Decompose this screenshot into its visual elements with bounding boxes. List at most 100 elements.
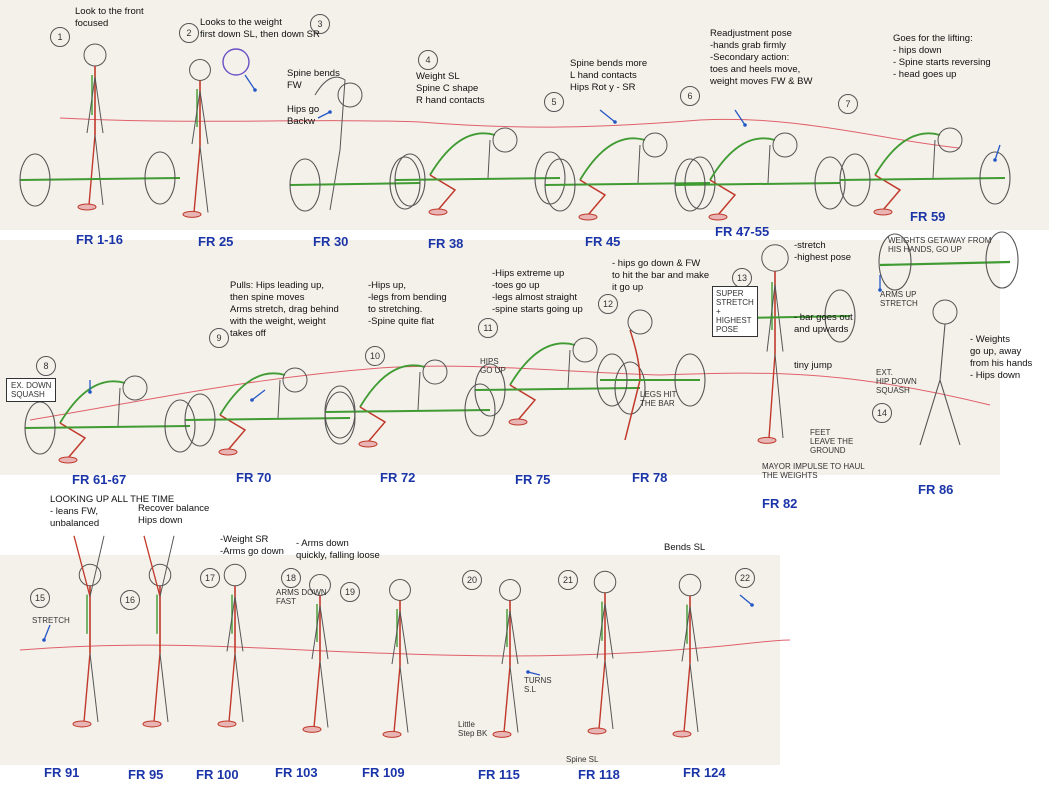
figure-20-arm-right <box>509 610 519 665</box>
figure-15-head <box>78 563 102 587</box>
figure-16-arm-left <box>143 535 161 597</box>
figure-18-leg-right <box>319 660 329 728</box>
label-turns-sl: TURNS S.L <box>524 676 552 694</box>
frame-number-16: 16 <box>120 590 140 610</box>
figure-4-head <box>492 127 518 153</box>
figure-5-spine <box>579 137 646 181</box>
figure-2-leg-left <box>193 145 201 213</box>
figure-8-plate-left <box>24 401 56 455</box>
figure-17-foot <box>217 720 237 728</box>
figure-19-foot <box>382 730 402 738</box>
figure-15-arm-right <box>89 535 105 597</box>
frame-label-5: FR 45 <box>585 234 621 249</box>
figure-8-head <box>122 375 148 401</box>
figure-6-arm <box>767 144 771 184</box>
figure-8-spine <box>59 380 126 424</box>
figure-4-barbell-bar <box>394 177 561 181</box>
figure-5-arm <box>637 144 641 184</box>
frame-label-13: FR 82 <box>762 496 798 511</box>
figure-15-leg-right <box>89 653 99 723</box>
figure-9-spine <box>219 372 286 416</box>
frame-label-1: FR 1-16 <box>76 232 123 247</box>
direction-arrowhead-7 <box>250 398 254 402</box>
figure-1-head <box>83 43 107 67</box>
figure-3-head <box>337 82 363 108</box>
figure-6-spine <box>709 137 776 181</box>
frame-label-4: FR 38 <box>428 236 464 251</box>
figure-14-plate-right <box>985 231 1019 289</box>
figure-8-plate-right <box>164 399 196 453</box>
figure-20-head <box>499 579 521 601</box>
figure-2-head-highlight <box>222 48 250 76</box>
frame-label-19: FR 109 <box>362 765 405 780</box>
figure-16-arm-right <box>159 535 175 597</box>
note-frame-3: Spine bends FW Hips go Backw <box>287 68 340 127</box>
direction-arrowhead-9 <box>42 638 46 642</box>
note-frame-9: Pulls: Hips leading up, then spine moves… <box>230 280 339 339</box>
figure-5-barbell-bar <box>544 182 711 186</box>
frame-number-13: 13 <box>732 268 752 288</box>
note-frame-6: Readjustment pose -hands grab firmly -Se… <box>710 28 813 87</box>
figure-4-arm <box>487 139 491 179</box>
figure-10-spine <box>359 364 426 408</box>
frame-number-10: 10 <box>365 346 385 366</box>
label-legs-hit-bar: LEGS HIT THE BAR <box>640 390 677 408</box>
frame-label-12: FR 78 <box>632 470 668 485</box>
frame-number-12: 12 <box>598 294 618 314</box>
direction-arrowhead-8 <box>878 288 882 292</box>
frame-number-5: 5 <box>544 92 564 112</box>
figure-11-foot <box>508 418 528 426</box>
figure-19-arm-left <box>391 610 401 665</box>
frame-label-16: FR 95 <box>128 767 164 782</box>
frame-label-3: FR 30 <box>313 234 349 249</box>
figure-19-leg-left <box>393 665 401 733</box>
frame-number-2: 2 <box>179 23 199 43</box>
direction-arrowhead-1 <box>253 88 257 92</box>
figure-7-head <box>937 127 963 153</box>
figure-21-arm-left <box>596 603 606 659</box>
figure-5-plate-left <box>544 158 576 212</box>
note-frame-14: - Weights go up, away from his hands - H… <box>970 334 1033 381</box>
figure-22-head <box>678 573 702 597</box>
figure-1-leg-left <box>88 134 96 206</box>
figure-19-arm-right <box>399 610 409 665</box>
frame-number-7: 7 <box>838 94 858 114</box>
figure-18-leg-left <box>313 660 321 728</box>
figure-13-leg-left <box>768 353 776 439</box>
trajectory-line-row3 <box>19 639 791 657</box>
direction-arrowhead-11 <box>526 670 530 674</box>
label-super-stretch: SUPER STRETCH + HIGHEST POSE <box>712 286 758 337</box>
figure-2-leg-right <box>199 145 209 213</box>
direction-arrow-1 <box>244 74 256 91</box>
figure-1-plate-left <box>19 153 51 207</box>
figure-11-plate-right <box>614 361 646 415</box>
note-frame-17: -Weight SR -Arms go down <box>220 534 284 557</box>
frame-label-20: FR 115 <box>478 767 520 782</box>
figure-2-foot <box>182 210 202 218</box>
figure-21-head <box>593 570 617 594</box>
note-frame-1: Look to the front focused <box>75 6 144 29</box>
frame-number-15: 15 <box>30 588 50 608</box>
figure-14-body <box>919 323 961 446</box>
figure-6-head <box>772 132 798 158</box>
frame-number-19: 19 <box>340 582 360 602</box>
figure-14-head <box>932 299 958 325</box>
note-frame-11: -Hips extreme up -toes go up -legs almos… <box>492 268 583 315</box>
direction-arrowhead-5 <box>993 158 997 162</box>
figure-21-foot <box>587 727 607 735</box>
figure-15-arm-left <box>73 535 91 597</box>
figure-11-plate-left <box>474 363 506 417</box>
frame-number-22: 22 <box>735 568 755 588</box>
direction-arrow-9 <box>43 624 51 641</box>
figure-16-head <box>148 563 172 587</box>
figure-15-foot <box>72 720 92 728</box>
figure-10-head <box>422 359 448 385</box>
frame-number-20: 20 <box>462 570 482 590</box>
figure-21-arm-right <box>604 603 614 659</box>
figure-1-arm-right <box>94 76 104 134</box>
figure-9-arm <box>277 379 281 419</box>
note-frame-13: -stretch -highest pose - bar goes out an… <box>794 240 853 371</box>
note-frame-10: -Hips up, -legs from bending to stretchi… <box>368 280 447 327</box>
